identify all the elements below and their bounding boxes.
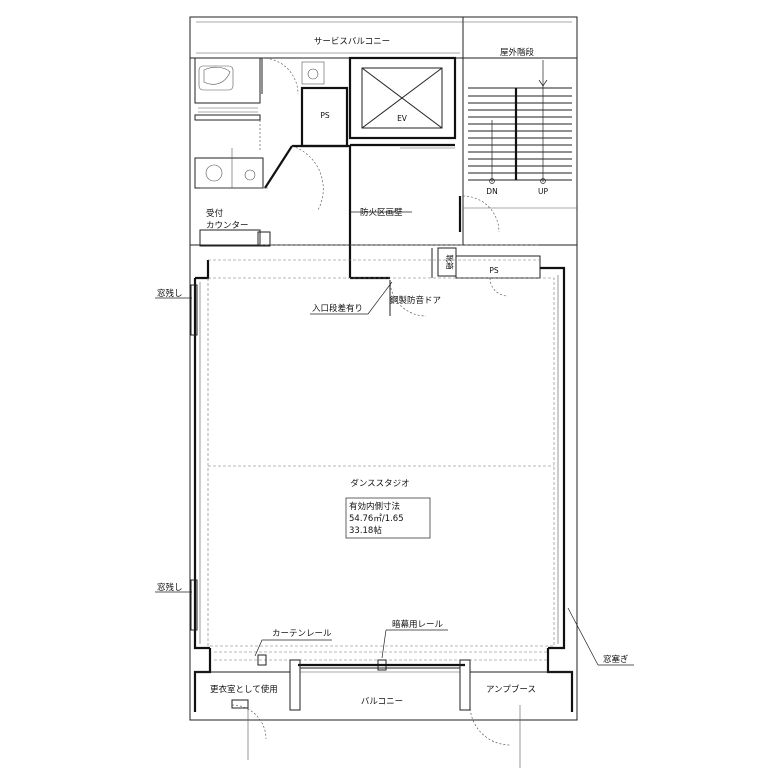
label-balcony: バルコニー	[361, 697, 403, 707]
label-dims-area: 54.76㎡/1.65	[349, 514, 404, 524]
label-window-left-bottom: 窓残し	[157, 582, 183, 593]
label-entrance-step: 入口段差有り	[312, 303, 363, 314]
label-dn: DN	[486, 187, 497, 196]
label-window-blocked: 窓塞ぎ	[603, 654, 629, 665]
label-studio-name: ダンススタジオ	[350, 478, 409, 489]
label-amp-booth: アンプブース	[486, 684, 536, 695]
studio-room	[190, 244, 574, 712]
outer-walls	[189, 16, 578, 721]
label-steel-door: 鋼製防音ドア	[390, 295, 441, 306]
label-reception: 受付	[206, 208, 224, 219]
label-window-left-top: 窓残し	[157, 288, 183, 299]
label-ps-lower: PS	[489, 266, 499, 275]
label-fire-wall: 防火区画壁	[360, 207, 403, 218]
label-ps-upper: PS	[320, 111, 330, 120]
label-service-balcony: サービスバルコニー	[314, 37, 390, 47]
door-swings	[231, 57, 521, 768]
label-up: UP	[538, 187, 548, 196]
label-blackout-rail: 暗幕用レール	[392, 619, 444, 630]
label-outdoor-stairs: 屋外階段	[500, 47, 535, 58]
label-counter: カウンター	[206, 221, 249, 231]
label-curtain-rail: カーテンレール	[272, 629, 332, 639]
leader-lines	[155, 211, 634, 666]
label-shoe-box: 靴箱	[445, 255, 455, 270]
label-changing-room: 更衣室として使用	[210, 684, 278, 695]
label-dims-tatami: 33.18帖	[349, 525, 382, 536]
label-ev: EV	[397, 114, 408, 123]
outdoor-stairs	[463, 60, 577, 209]
label-dims-title: 有効内側寸法	[349, 501, 400, 512]
